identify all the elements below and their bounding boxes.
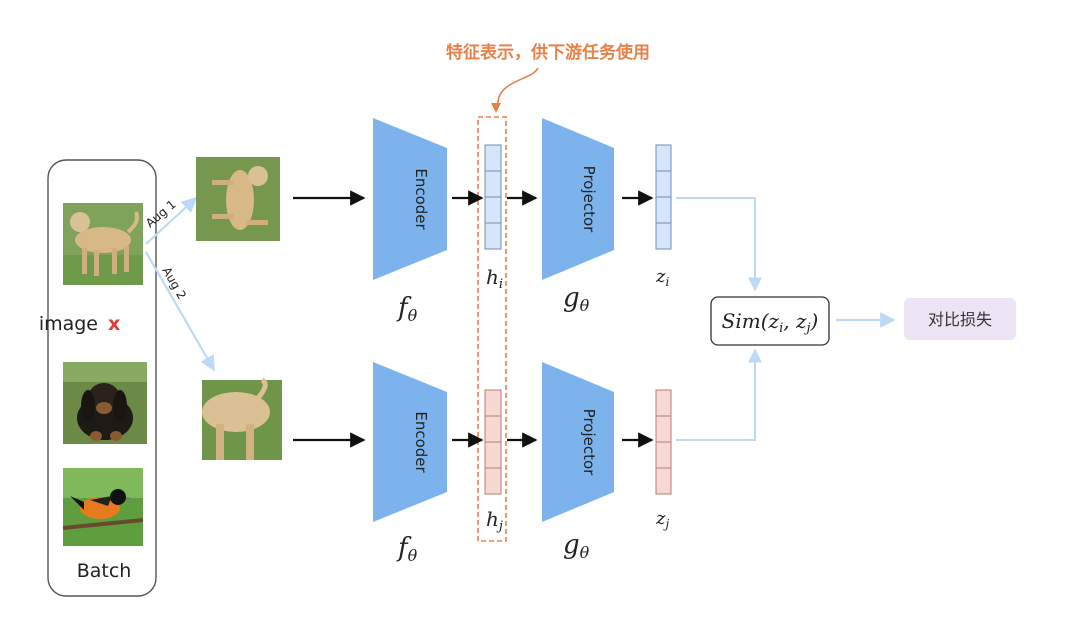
z-vector-top	[655, 144, 672, 250]
feature-highlight-box	[477, 116, 507, 542]
annotation-arrowhead	[491, 103, 501, 113]
annotation-curve	[495, 67, 539, 111]
h-vector-top	[484, 144, 502, 250]
projector-bottom	[542, 362, 614, 522]
encoder-bottom-label: Encoder	[412, 411, 430, 473]
h-vector-bottom	[484, 389, 502, 495]
z-top-label: zi	[655, 266, 669, 289]
augmented-image-2	[202, 377, 282, 460]
puppy-photo-thumbnail	[63, 362, 147, 444]
projector-top-fn: gθ	[563, 283, 590, 315]
contrastive-loss-label: 对比损失	[928, 310, 992, 329]
dog-photo-thumbnail	[63, 203, 143, 285]
image-label: image	[39, 313, 98, 335]
bird-photo-thumbnail	[62, 468, 144, 546]
arrow-z-top-to-sim	[676, 197, 762, 292]
aug2-arrow	[145, 251, 215, 372]
encoder-top-fn: fθ	[396, 293, 418, 325]
z-vector-bottom	[655, 389, 672, 495]
encoder-top-label: Encoder	[412, 168, 430, 230]
projector-top-label: Projector	[580, 166, 598, 233]
projector-bottom-label: Projector	[580, 409, 598, 476]
aug1-arrow	[145, 196, 198, 245]
projector-top	[542, 118, 614, 280]
similarity-box	[710, 296, 830, 346]
projector-bottom-fn: gθ	[563, 530, 590, 562]
augmented-image-1	[196, 157, 280, 241]
batch-label: Batch	[77, 560, 132, 582]
similarity-label: Sim(zi, zj)	[722, 309, 819, 336]
h-bottom-label: hj	[486, 507, 503, 534]
feature-note: 特征表示，供下游任务使用	[446, 42, 650, 63]
encoder-bottom-fn: fθ	[396, 533, 418, 565]
encoder-bottom	[373, 362, 447, 522]
encoder-top	[373, 118, 447, 280]
image-variable: x	[108, 313, 120, 335]
contrastive-loss-box	[904, 298, 1016, 340]
h-top-label: hi	[486, 265, 503, 292]
arrow-z-bottom-to-sim	[676, 348, 762, 441]
z-bottom-label: zj	[655, 508, 669, 531]
